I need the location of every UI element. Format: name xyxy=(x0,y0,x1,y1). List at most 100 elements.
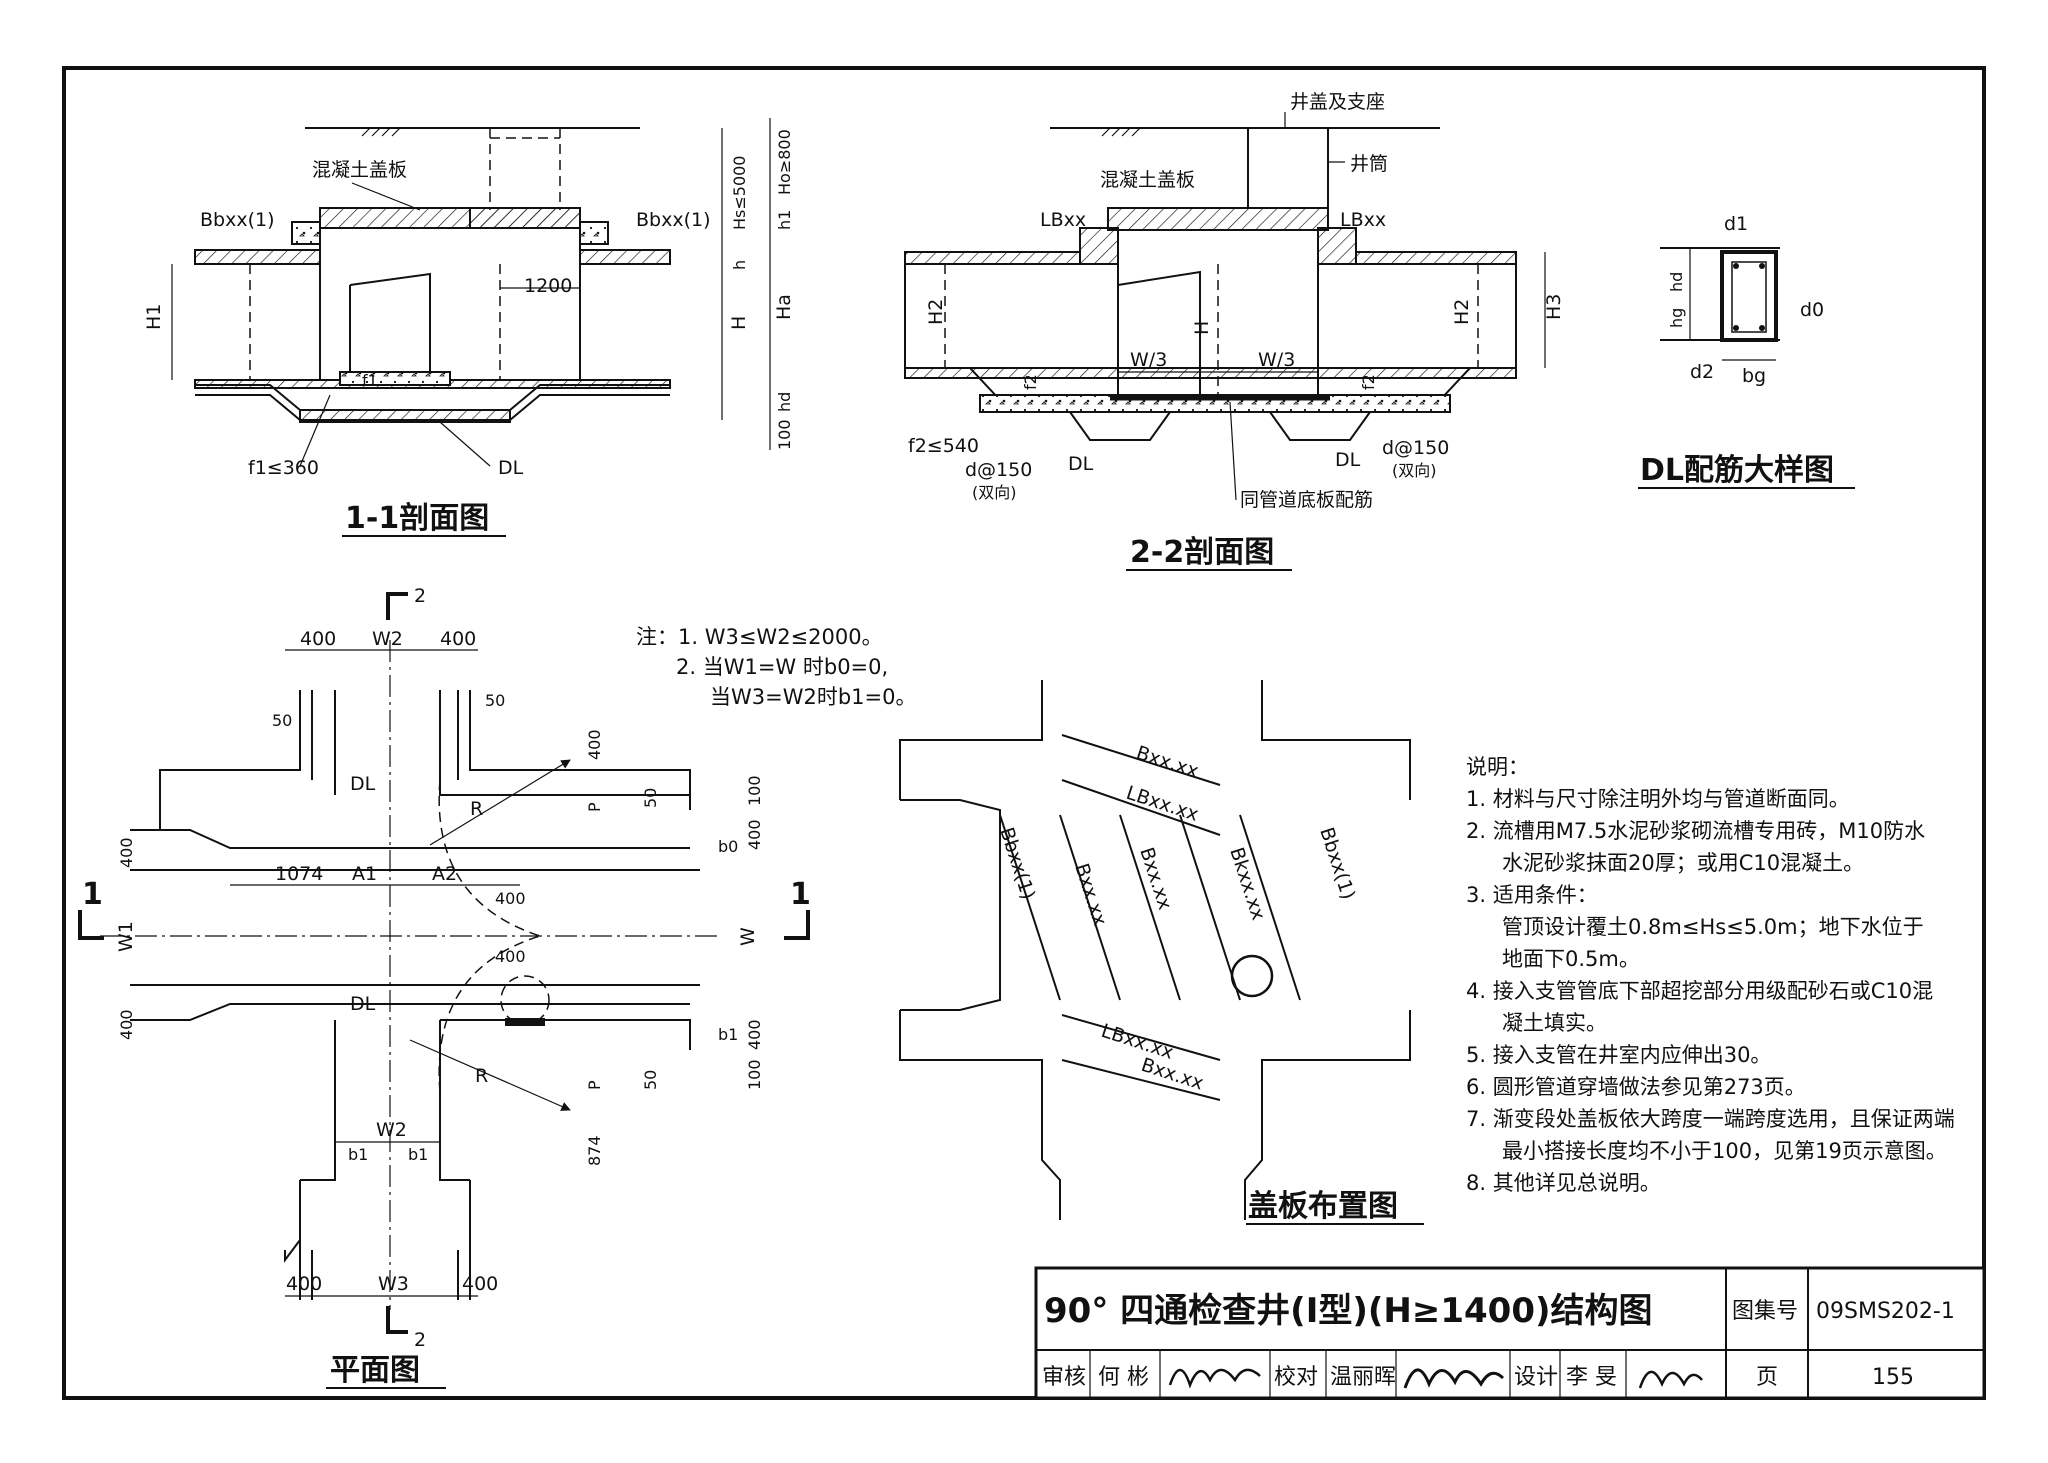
shaft-label: 井筒 xyxy=(1350,153,1388,175)
note-item-11: 7. 渐变段处盖板依大跨度一端跨度选用，且保证两端 xyxy=(1466,1107,1955,1131)
plan-note-2: 2. 当W1=W 时b0=0, xyxy=(676,655,888,679)
note-item-13: 8. 其他详见总说明。 xyxy=(1466,1171,1661,1195)
page-label: 页 xyxy=(1756,1365,1778,1390)
p-bottom: P xyxy=(585,1080,604,1090)
note-item-5: 管顶设计覆土0.8m≤Hs≤5.0m；地下水位于 xyxy=(1502,915,1924,939)
dl-detail-title: DL配筋大样图 xyxy=(1640,453,1834,488)
lbxx-top: LBxx.xx xyxy=(1123,782,1201,826)
h2-left-label: H2 xyxy=(925,299,947,325)
cover-layout-title: 盖板布置图 xyxy=(1248,1189,1398,1224)
f2-right-label: f2 xyxy=(1359,374,1378,390)
reviewer-signature-icon xyxy=(1168,1368,1261,1389)
section-2-2: 井盖及支座 井筒 混凝土盖板 LBxx LBxx H2 H2 H3 H W/3 … xyxy=(904,91,1565,571)
title-block: 90° 四通检查井(I型)(H≥1400)结构图 图集号 09SMS202-1 … xyxy=(1034,1266,1986,1400)
right-beam-label: Bbxx(1) xyxy=(636,209,711,231)
cover-label: 井盖及支座 xyxy=(1290,91,1385,113)
f2-limit-label: f2≤540 xyxy=(908,435,979,457)
slab-label: 混凝土盖板 xyxy=(312,159,407,181)
h3-label: H3 xyxy=(1543,294,1565,320)
dim-h1: h1 xyxy=(775,210,794,230)
section-1-1-title: 1-1剖面图 xyxy=(345,501,489,536)
note-item-1: 1. 材料与尺寸除注明外均与管道断面同。 xyxy=(1466,787,1850,811)
d400-rt: 400 xyxy=(585,729,604,760)
atlas-label: 图集号 xyxy=(1732,1299,1798,1324)
w3-left-label: W/3 xyxy=(1130,349,1167,371)
note-item-6: 地面下0.5m。 xyxy=(1502,947,1640,971)
page-number: 155 xyxy=(1872,1365,1914,1390)
w2-top: W2 xyxy=(372,628,403,650)
atlas-number: 09SMS202-1 xyxy=(1816,1299,1955,1324)
d400-r2: 400 xyxy=(745,1019,764,1050)
dl-bottom-label: DL xyxy=(350,993,376,1015)
f2-left-label: f2 xyxy=(1021,374,1040,390)
d100-r2: 100 xyxy=(745,1059,764,1090)
hg-label: hg xyxy=(1667,308,1686,328)
a2-label: A2 xyxy=(432,863,457,885)
sec1-right-label: 1 xyxy=(790,877,811,912)
dl-left-label: DL xyxy=(1068,453,1094,475)
general-notes: 说明： 1. 材料与尺寸除注明外均与管道断面同。 2. 流槽用M7.5水泥砂浆砌… xyxy=(1466,755,1955,1195)
checker-signature-icon xyxy=(1403,1368,1505,1389)
r-bottom-label: R xyxy=(475,1065,488,1087)
lb-left-label: LBxx xyxy=(1040,209,1086,231)
review-label: 审核 xyxy=(1042,1365,1086,1390)
design-label: 设计 xyxy=(1514,1365,1558,1390)
note-item-12: 最小搭接长度均不小于100，见第19页示意图。 xyxy=(1502,1139,1947,1163)
f1-limit-label: f1≤360 xyxy=(248,457,319,479)
plan-view: 2 2 1 1 400 W2 400 50 50 DL DL xyxy=(78,585,811,1389)
dl-label: DL xyxy=(498,457,524,479)
b1-a: b1 xyxy=(348,1145,368,1164)
sec2-top-label: 2 xyxy=(414,585,426,607)
a1-label: A1 xyxy=(352,863,377,885)
checker-name: 温丽晖 xyxy=(1330,1365,1396,1390)
cover-layout: Bxx.xx LBxx.xx Bbxx(1) Bxx.xx Bxx.xx Bkx… xyxy=(899,680,1424,1225)
reviewer-name: 何 彬 xyxy=(1098,1365,1149,1390)
dim-Ha: Ha xyxy=(773,294,795,320)
width-1200-label: 1200 xyxy=(524,275,572,297)
d400-tr: 400 xyxy=(440,628,476,650)
d400-r1: 400 xyxy=(745,819,764,850)
sheet-border xyxy=(62,66,1986,1400)
two-way-left-label: (双向) xyxy=(972,483,1017,502)
plan-notes: 注：1. W3≤W2≤2000。 2. 当W1=W 时b0=0, 当W3=W2时… xyxy=(636,625,917,709)
bbxx-left: Bbxx(1) xyxy=(995,825,1039,903)
f1-small-label: f1 xyxy=(362,371,378,390)
section-2-2-title: 2-2剖面图 xyxy=(1130,535,1274,570)
check-label: 校对 xyxy=(1274,1365,1318,1390)
plan-note-3: 当W3=W2时b1=0。 xyxy=(710,685,917,709)
d50-rt: 50 xyxy=(641,788,660,808)
w1-label: W1 xyxy=(115,921,137,952)
p-top: P xyxy=(585,802,604,812)
w3-right-label: W/3 xyxy=(1258,349,1295,371)
left-beam-label: Bbxx(1) xyxy=(200,209,275,231)
bg-label: bg xyxy=(1742,365,1766,387)
hd-label: hd xyxy=(1667,272,1686,292)
h1-left-label: H1 xyxy=(143,304,165,330)
note-item-8: 凝土填实。 xyxy=(1502,1011,1607,1035)
note-item-9: 5. 接入支管在井室内应伸出30。 xyxy=(1466,1043,1771,1067)
same-rebar-label: 同管道底板配筋 xyxy=(1240,489,1373,511)
dim-H: H xyxy=(728,316,750,330)
designer-signature-icon xyxy=(1638,1370,1703,1389)
dl-detail: d1 hd hg d0 d2 bg DL配筋大样图 xyxy=(1638,213,1855,489)
b0-label: b0 xyxy=(718,837,738,856)
dim-hs: Hs≤5000 xyxy=(730,156,749,231)
dim-hd: hd xyxy=(775,392,794,412)
d1074-label: 1074 xyxy=(275,863,323,885)
d400-mid2: 400 xyxy=(495,947,526,966)
d400-br: 400 xyxy=(462,1273,498,1295)
slab-2-label: 混凝土盖板 xyxy=(1100,169,1195,191)
d150-left-label: d@150 xyxy=(965,459,1032,481)
d400-mid: 400 xyxy=(495,889,526,908)
w2-bottom: W2 xyxy=(376,1119,407,1141)
plan-title: 平面图 xyxy=(330,1353,420,1388)
lb-right-label: LBxx xyxy=(1340,209,1386,231)
designer-name: 李 旻 xyxy=(1566,1365,1617,1390)
d400-l2: 400 xyxy=(117,1009,136,1040)
note-item-10: 6. 圆形管道穿墙做法参见第273页。 xyxy=(1466,1075,1806,1099)
dim-ho: Ho≥800 xyxy=(775,129,794,195)
bbxx-right: Bbxx(1) xyxy=(1315,825,1359,903)
section-1-1: H1 1200 混凝土盖板 Bbxx(1) Bbxx(1) f1 f1≤360 … xyxy=(143,118,795,537)
plan-note-1: 注：1. W3≤W2≤2000。 xyxy=(636,625,883,649)
